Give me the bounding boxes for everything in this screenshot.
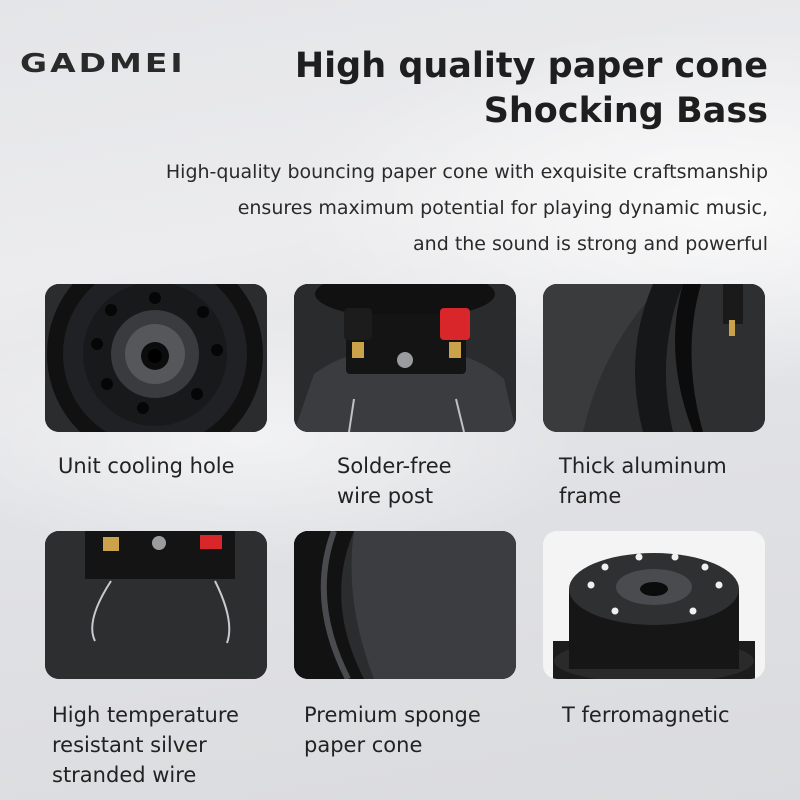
description-line-1: High-quality bouncing paper cone with ex… — [165, 161, 768, 183]
caption-line: High temperature — [52, 703, 239, 727]
description-line-3: and the sound is strong and powerful — [413, 233, 768, 255]
caption-line: paper cone — [304, 733, 423, 757]
silver-wire-photo — [45, 531, 267, 679]
caption-line: Premium sponge — [304, 703, 481, 727]
headline-line-1: High quality paper cone — [294, 46, 768, 86]
caption-sponge-cone: Premium sponge paper cone — [304, 700, 534, 760]
wire-post-photo — [294, 284, 516, 432]
caption-silver-wire: High temperature resistant silver strand… — [52, 700, 282, 790]
caption-ferromagnetic: T ferromagnetic — [562, 700, 792, 730]
caption-line: Unit cooling hole — [58, 454, 235, 478]
caption-line: frame — [559, 484, 622, 508]
caption-aluminum-frame: Thick aluminum frame — [559, 451, 789, 511]
caption-line: stranded wire — [52, 763, 197, 787]
sponge-cone-photo — [294, 531, 516, 679]
cooling-hole-photo — [45, 284, 267, 432]
caption-line: T ferromagnetic — [562, 703, 730, 727]
caption-line: resistant silver — [52, 733, 207, 757]
headline-line-2: Shocking Bass — [483, 91, 768, 131]
brand-logo: GADMEI — [20, 48, 186, 79]
description: High-quality bouncing paper cone with ex… — [48, 154, 768, 262]
caption-line: wire post — [337, 484, 434, 508]
caption-cooling-hole: Unit cooling hole — [58, 451, 288, 481]
description-line-2: ensures maximum potential for playing dy… — [237, 197, 768, 219]
caption-wire-post: Solder-free wire post — [337, 451, 567, 511]
caption-line: Thick aluminum — [559, 454, 727, 478]
caption-line: Solder-free — [337, 454, 452, 478]
ferromagnetic-photo — [543, 531, 765, 679]
headline: High quality paper cone Shocking Bass — [248, 44, 768, 134]
aluminum-frame-photo — [543, 284, 765, 432]
